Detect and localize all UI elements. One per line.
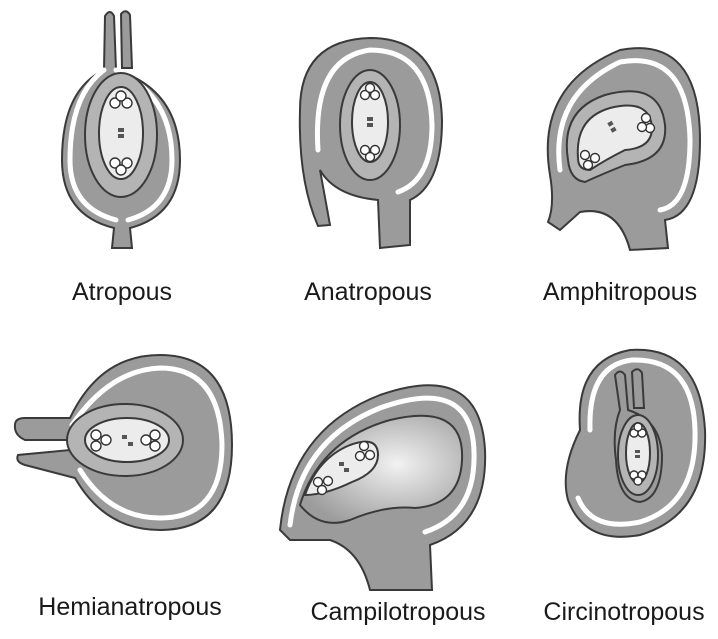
label-amphitropous: Amphitropous (543, 278, 697, 306)
label-circinotropous: Circinotropous (543, 598, 704, 626)
atropous-ovule: Atropous (62, 11, 180, 306)
label-atropous: Atropous (72, 278, 172, 306)
circinotropous-ovule: Circinotropous (543, 350, 705, 626)
label-hemianatropous: Hemianatropous (38, 593, 221, 621)
campilotropous-ovule: Campilotropous (280, 385, 486, 626)
label-campilotropous: Campilotropous (310, 598, 485, 626)
anatropous-ovule: Anatropous (300, 38, 442, 306)
hemianatropous-ovule: Hemianatropous (15, 355, 232, 621)
amphitropous-ovule: Amphitropous (543, 48, 700, 306)
label-anatropous: Anatropous (304, 278, 432, 306)
